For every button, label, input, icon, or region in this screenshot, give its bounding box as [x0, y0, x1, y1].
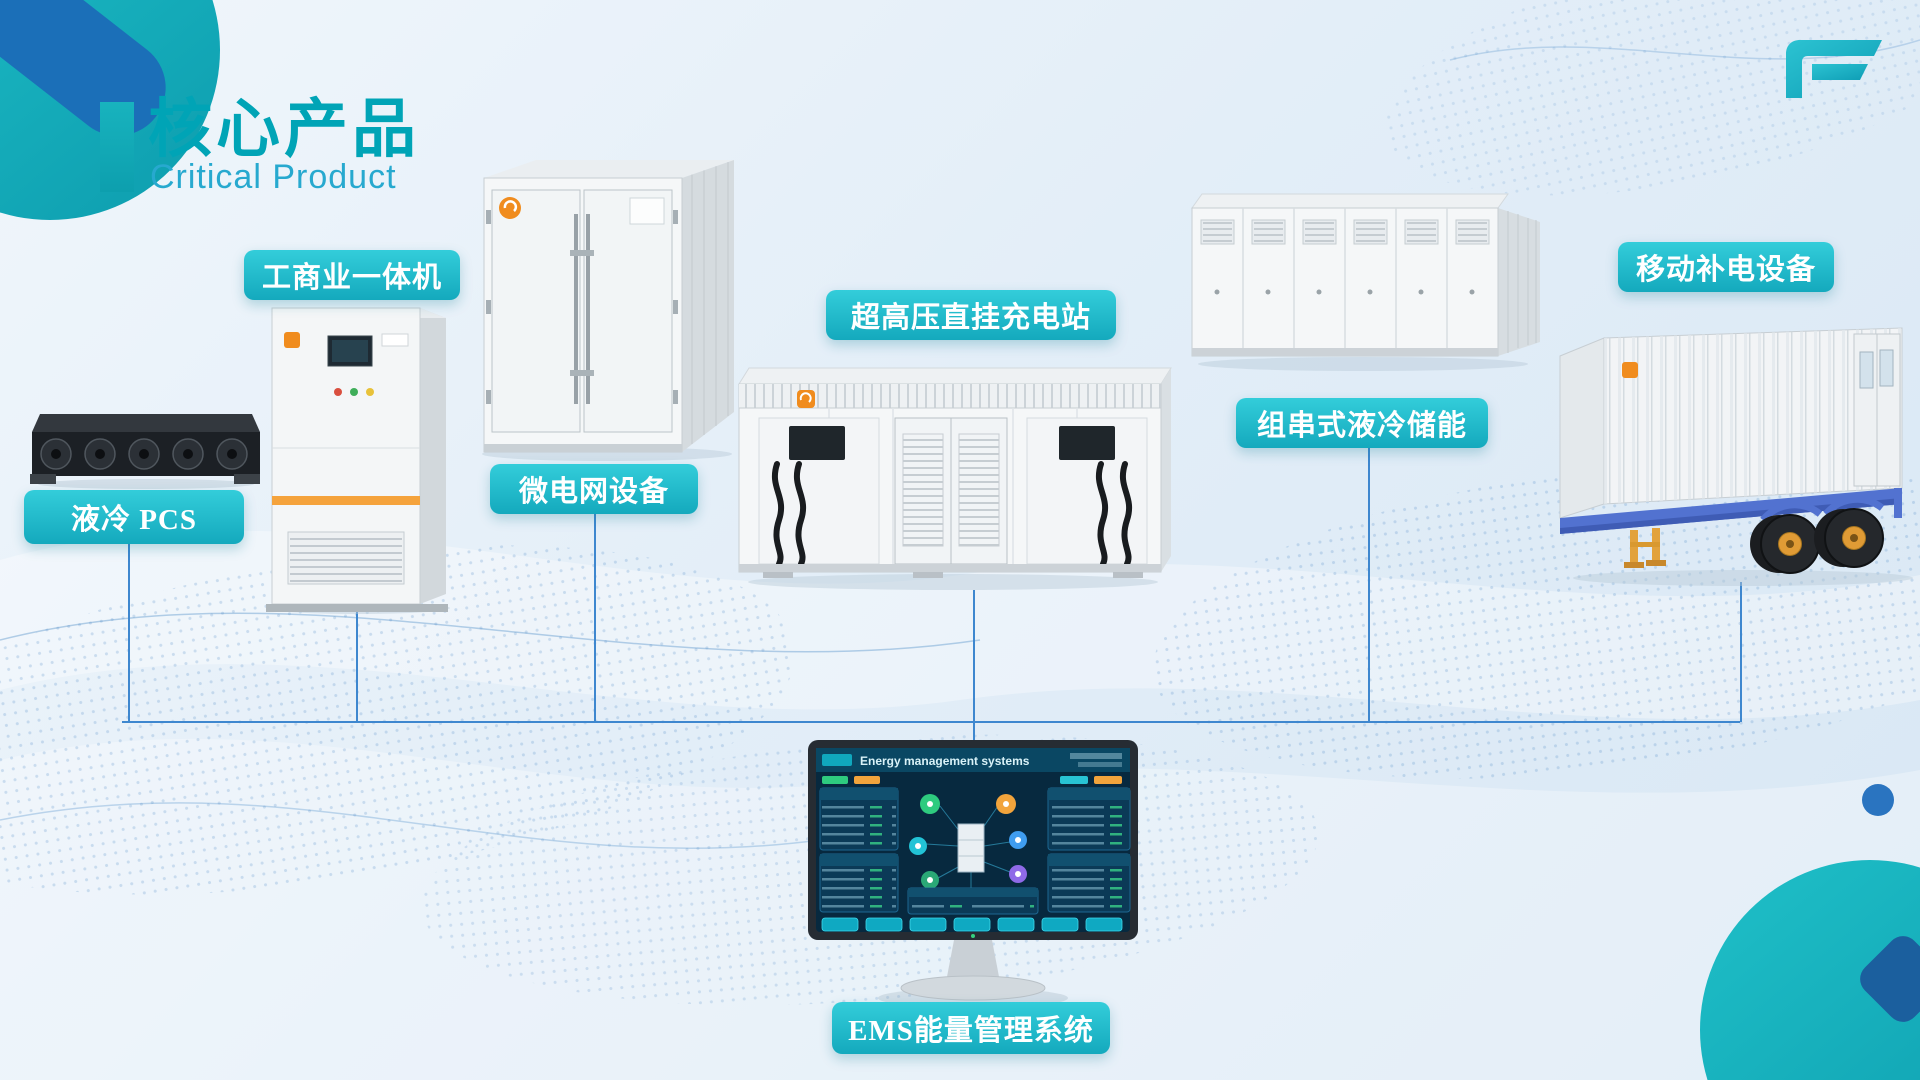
label-mobile-power: 移动补电设备	[1618, 242, 1834, 292]
connector-storage-line	[1368, 448, 1370, 722]
connector-microgrid-line	[594, 514, 596, 722]
page-title: 核心产品	[148, 93, 420, 165]
label-microgrid: 微电网设备	[490, 464, 698, 514]
label-string-storage-text: 组串式液冷储能	[1256, 410, 1467, 442]
label-charging-station-text: 超高压直挂充电站	[850, 302, 1091, 334]
label-string-storage: 组串式液冷储能	[1236, 398, 1488, 448]
label-ems-text: EMS能量管理系统	[848, 1015, 1094, 1047]
label-mobile-power-text: 移动补电设备	[1635, 254, 1816, 286]
label-ems: EMS能量管理系统	[832, 1002, 1110, 1054]
microgrid-product-image	[482, 150, 737, 462]
label-liquid-cooled-pcs: 液冷 PCS	[24, 490, 244, 544]
title-accent-bar	[100, 102, 134, 192]
string-storage-product-image	[1188, 184, 1543, 376]
label-all-in-one-text: 工商业一体机	[261, 262, 442, 294]
mobile-power-product-image	[1558, 298, 1920, 588]
label-all-in-one: 工商业一体机	[244, 250, 460, 300]
page-subtitle: Critical Product	[150, 158, 397, 196]
brand-logo-icon	[1786, 40, 1882, 98]
label-microgrid-text: 微电网设备	[518, 476, 669, 508]
connector-mobile-line	[1740, 582, 1742, 722]
label-charging-station: 超高压直挂充电站	[826, 290, 1116, 340]
connector-pcs-line	[128, 544, 130, 722]
right-accent-dot	[1862, 784, 1894, 816]
label-liquid-cooled-pcs-text: 液冷 PCS	[70, 504, 198, 536]
connector-all-in-one-line	[356, 608, 358, 722]
ems-screen-title: Energy management systems	[860, 754, 1030, 768]
pcs-product-image	[30, 398, 260, 490]
ems-monitor: Energy management systems	[808, 740, 1138, 1012]
charging-station-product-image	[733, 360, 1173, 596]
connector-ems-drop-line	[973, 721, 975, 741]
all-in-one-product-image	[262, 298, 452, 616]
connector-main-line	[122, 721, 1740, 723]
connector-charging-line	[973, 590, 975, 722]
